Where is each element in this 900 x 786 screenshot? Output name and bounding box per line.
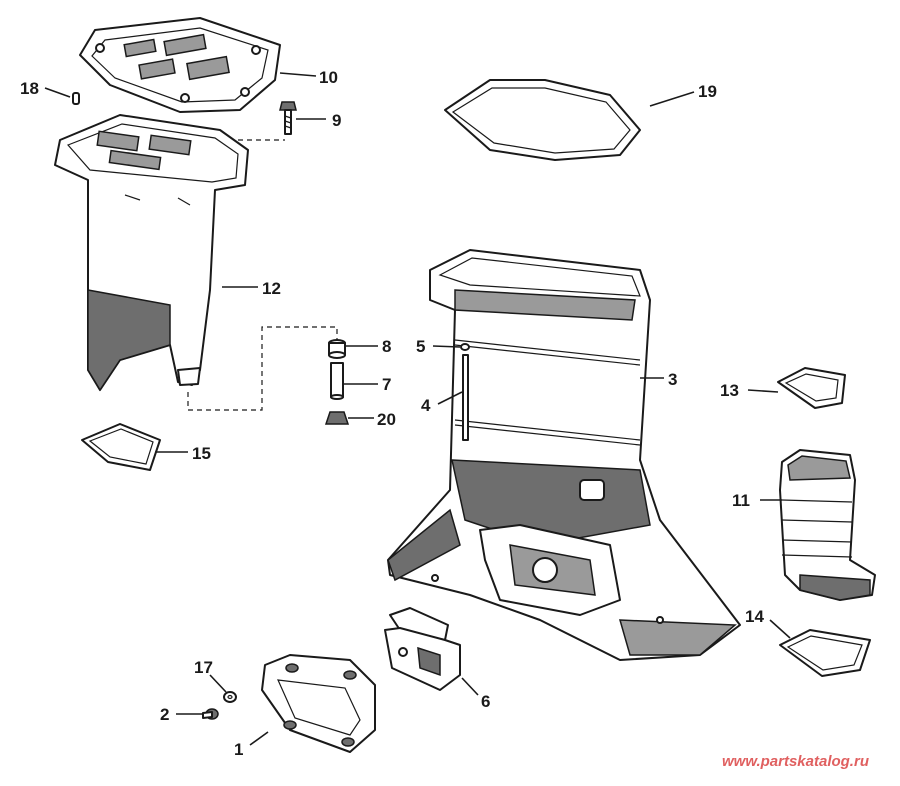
callout-11: 11 [732, 491, 750, 510]
part-10-gasket-plate [79, 17, 281, 113]
callout-7: 7 [382, 375, 391, 394]
leader-lines [44, 72, 791, 746]
callout-10: 10 [319, 68, 338, 87]
part-6-mount [384, 607, 461, 691]
callout-15: 15 [192, 444, 211, 463]
callout-5: 5 [416, 337, 425, 356]
callout-8: 8 [382, 337, 391, 356]
part-14-seal [779, 629, 871, 677]
callout-19: 19 [698, 82, 717, 101]
part-18-dowel-pin [72, 92, 80, 105]
callout-6: 6 [481, 692, 490, 711]
callout-18: 18 [20, 79, 39, 98]
part-12-exhaust-housing [54, 114, 249, 392]
watermark-text: www.partskatalog.ru [722, 753, 869, 770]
part-11-exhaust-tube [779, 449, 876, 601]
callout-3: 3 [668, 370, 677, 389]
part-9-bolt [279, 101, 297, 135]
callout-14: 14 [745, 607, 764, 626]
part-4-stud [462, 354, 469, 441]
callout-17: 17 [194, 658, 213, 677]
part-19-seal [444, 79, 641, 161]
part-8-sleeve [328, 339, 346, 359]
part-3-driveshaft-housing [387, 249, 741, 661]
dashed-connectors [187, 139, 338, 411]
callout-1: 1 [234, 740, 243, 759]
callout-4: 4 [421, 396, 431, 415]
callout-20: 20 [377, 410, 396, 429]
part-15-seal [81, 423, 161, 471]
part-1-cover [261, 654, 376, 753]
part-20-grommet [324, 411, 350, 425]
callout-9: 9 [332, 111, 341, 130]
part-13-seal [777, 367, 846, 409]
part-2-screw [202, 708, 219, 720]
callout-labels: 18 10 9 12 8 7 20 15 19 5 4 3 13 11 14 6… [20, 68, 764, 759]
part-5-washer [460, 343, 470, 351]
part-17-washer [223, 691, 237, 703]
callout-2: 2 [160, 705, 169, 724]
callout-12: 12 [262, 279, 281, 298]
callout-13: 13 [720, 381, 739, 400]
part-7-tube [330, 362, 344, 400]
